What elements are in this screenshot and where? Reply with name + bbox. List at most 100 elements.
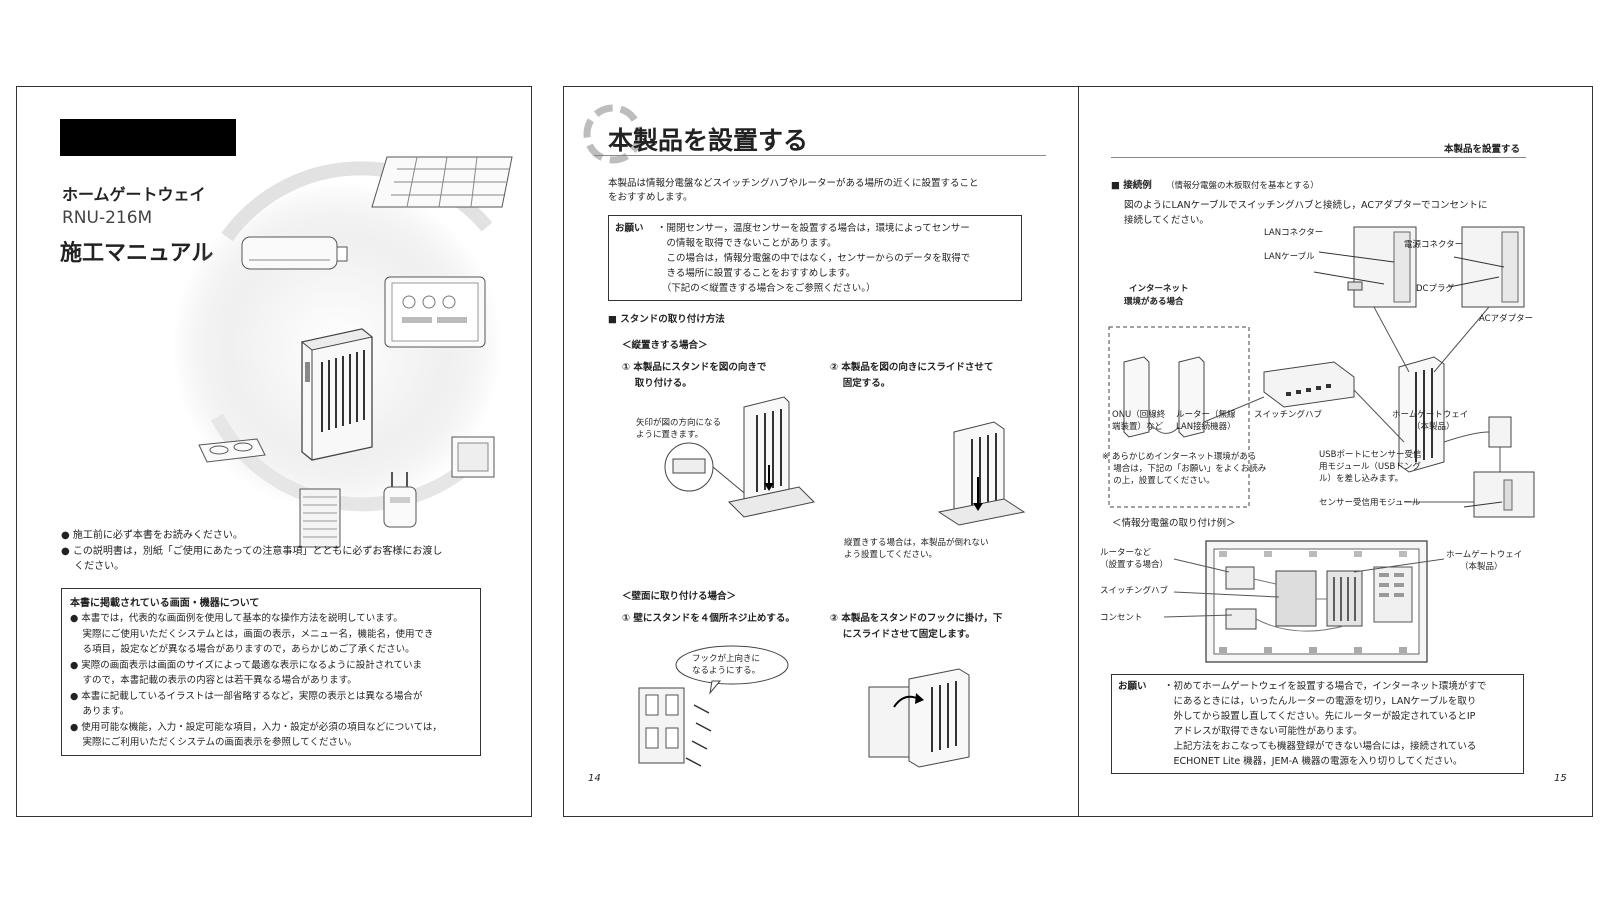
label-ac-adapter: ACアダプター (1479, 314, 1534, 324)
wall-mount-screws-illustration (638, 687, 712, 767)
label-dc-plug: DCプラグ (1416, 284, 1454, 294)
running-header: 本製品を設置する (1444, 144, 1521, 155)
request-line: ・開閉センサー，温度センサーを設置する場合は，環境によってセンサー (657, 223, 970, 234)
panel-label-home-gateway: ホームゲートウェイ (1446, 550, 1523, 560)
smart-plug-icon (383, 472, 417, 528)
distribution-panel-illustration (1205, 540, 1428, 663)
request-line: にあるときには，いったんルーターの電源を切り，LANケーブルを取り (1164, 696, 1477, 707)
page-number-right: 15 (1554, 773, 1567, 784)
connection-intro-line: 図のようにLANケーブルでスイッチングハブと接続し，ACアダプターでコンセントに (1124, 200, 1488, 211)
intro-line: をおすすめします。 (608, 192, 693, 203)
connection-heading: ■ 接続例 (1111, 180, 1152, 191)
notice-line: ● 実際の画面表示は画面のサイズによって最適な表示になるように設計されていま (70, 659, 422, 671)
wall-step-2: にスライドさせて固定します。 (830, 629, 975, 640)
label-usb-note: USBポートにセンサー受信 (1319, 450, 1422, 460)
label-onu: 端装置）など (1112, 422, 1164, 432)
request-line: アドレスが取得できない可能性があります。 (1164, 726, 1363, 737)
notice-line: ● 本書では，代表的な画面例を使用して基本的な操作方法を説明しています。 (70, 613, 403, 624)
vertical-heading: ＜縦置きする場合＞ (622, 340, 708, 351)
request-line: この場合は，情報分電盤の中ではなく，センサーからのデータを取得で (657, 253, 971, 264)
notice-line: すので，本書記載の表示の内容とは若干異なる場合があります。 (70, 675, 357, 686)
cover-title-product: ホームゲートウェイ (62, 185, 206, 204)
cover-bullet: ● この説明書は，別紙「ご使用にあたっての注意事項」とともに必ずお客様にお渡し (61, 546, 443, 557)
label-internet-env: 環境がある場合 (1124, 297, 1184, 307)
footnote-line: ※ あらかじめインターネット環境がある (1102, 452, 1257, 462)
label-usb-note: ル）を差し込みます。 (1319, 474, 1404, 484)
label-onu: ONU（回線終 (1112, 410, 1166, 420)
notice-line: あります。 (70, 706, 130, 717)
cooktop-icon (198, 438, 266, 463)
panel-label-switching-hub: スイッチングハブ (1100, 586, 1169, 596)
intro-line: 本製品は情報分電盤などスイッチングハブやルーターがある場所の近くに設置すること (608, 178, 979, 189)
cover-model-number: RNU-216M (62, 208, 153, 228)
section-title: 本製品を設置する (608, 126, 809, 155)
label-router: ルーター（無線 (1176, 410, 1236, 420)
panel-label-outlet: コンセント (1100, 613, 1143, 623)
home-devices-illustration (172, 156, 513, 548)
wall-mount-device-illustration (868, 668, 970, 768)
page-gutter-divider (1078, 87, 1079, 816)
vertical-step-1: ① 本製品にスタンドを図の向きで (622, 362, 767, 373)
cover-bullet: ● 施工前に必ず本書をお読みください。 (61, 530, 243, 541)
window-shutter-icon (299, 488, 341, 548)
vent-grille-icon (451, 436, 495, 478)
notice-line: 実際にご使用いただくシステムとは，画面の表示，メニュー名，機能名，使用でき (70, 628, 434, 640)
label-sensor-module: センサー受信用モジュール (1319, 498, 1421, 508)
request-line: ECHONET Lite 機器，JEM-A 機器の電源を入り切りしてください。 (1164, 756, 1463, 767)
request-box: お願い ・開閉センサー，温度センサーを設置する場合は，環境によってセンサー の情… (608, 215, 1022, 301)
label-lan-cable: LANケーブル (1264, 252, 1315, 262)
label-power-connector: 電源コネクター (1404, 240, 1464, 250)
vertical-step-1: 取り付ける。 (622, 378, 692, 389)
cover-bullet: ください。 (61, 561, 125, 572)
label-internet-env: インターネット (1129, 284, 1189, 294)
notice-line: る項目，設定などが異なる場合がありますので，あらかじめご了承ください。 (70, 644, 415, 655)
page-number-left: 14 (588, 773, 601, 784)
hook-speech-bubble (675, 645, 789, 695)
connection-diagram (1108, 226, 1535, 518)
connection-subheading: （情報分電盤の木板取付を基本とする） (1166, 181, 1319, 191)
request-line: 外してから設置し直してください。先にルーターが設定されているとIP (1164, 711, 1476, 722)
request-label: お願い (615, 223, 644, 234)
title-underline (594, 155, 1046, 156)
stand-attach-illustration (664, 396, 816, 518)
manual-spread: 本製品を設置する 本製品は情報分電盤などスイッチングハブやルーターがある場所の近… (563, 86, 1593, 817)
panel-label-router: （設置する場合） (1100, 560, 1169, 570)
section-title-decoration (583, 104, 643, 164)
cover-title-manual: 施工マニュアル (60, 241, 214, 266)
air-conditioner-icon (241, 236, 348, 270)
panel-heading: ＜情報分電盤の取り付け例＞ (1112, 518, 1236, 529)
notice-line: 実際にご利用いただくシステムの画面表示を参照してください。 (70, 737, 357, 748)
stand-slide-illustration (937, 421, 1026, 526)
gateway-request-box: お願い ・初めてホームゲートウェイを設置する場合で，インターネット環境がすで に… (1111, 674, 1524, 774)
footnote-line: の上，設置してください。 (1102, 476, 1215, 486)
label-router: LAN接続機器） (1176, 422, 1236, 432)
request-line: きる場所に設置することをおすすめします。 (657, 268, 856, 279)
header-rule (1111, 157, 1526, 158)
request-label: お願い (1118, 681, 1147, 692)
arrow-note: 矢印が図の方向になる (636, 418, 722, 428)
wall-step-1: ① 壁にスタンドを４個所ネジ止めする。 (622, 613, 795, 624)
home-gateway-device-icon (300, 328, 374, 461)
wall-step-2: ② 本製品をスタンドのフックに掛け，下 (830, 613, 1003, 624)
panel-label-home-gateway: （本製品） (1460, 562, 1503, 572)
label-home-gateway: （本製品） (1412, 422, 1455, 432)
label-usb-note: 用モジュール（USBドング (1319, 462, 1421, 472)
cover-page: ホームゲートウェイ RNU-216M 施工マニュアル (16, 86, 532, 817)
vertical-note: 縦置きする場合は，本製品が倒れない (844, 538, 989, 548)
arrow-note: ように置きます。 (636, 430, 704, 440)
label-lan-connector: LANコネクター (1264, 228, 1324, 238)
panel-label-router: ルーターなど (1100, 548, 1152, 558)
request-line: の情報を取得できないことがあります。 (657, 238, 837, 249)
notice-line: ● 使用可能な機能，入力・設定可能な項目，入力・設定が必須の項目などについては， (70, 721, 442, 733)
wall-heading: ＜壁面に取り付ける場合＞ (622, 591, 737, 602)
label-switching-hub: スイッチングハブ (1254, 410, 1323, 420)
notice-line: ● 本書に記載しているイラストは一部省略するなど，実際の表示とは異なる場合が (70, 690, 423, 702)
notice-heading: 本書に掲載されている画面・機器について (70, 598, 260, 609)
stand-heading: ■ スタンドの取り付け方法 (608, 314, 725, 325)
request-line: 上記方法をおこなっても機器登録ができない場合には，接続されている (1164, 741, 1477, 752)
hook-bubble-text: なるようにする。 (692, 666, 761, 676)
screen-and-device-notice-box: 本書に掲載されている画面・機器について ● 本書では，代表的な画面例を使用して基… (61, 588, 481, 756)
redacted-logo-bar (60, 119, 236, 156)
vertical-note: よう設置してください。 (844, 550, 937, 560)
connection-intro-line: 接続してください。 (1124, 215, 1209, 226)
